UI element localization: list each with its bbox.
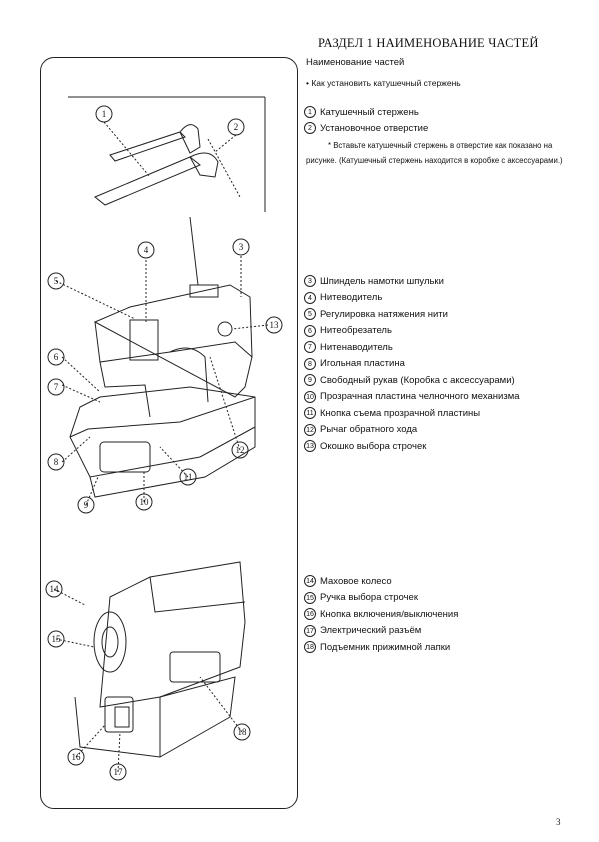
callout-17: 17	[114, 767, 124, 777]
callout-11: 11	[184, 472, 193, 482]
sewing-machine-illustration: 1 2 3 4 5 6 7 8 9 10 11 12 13 14 15 16 1…	[45, 96, 283, 781]
page-number: 3	[556, 817, 561, 827]
callout-12: 12	[236, 445, 245, 455]
page-title: РАЗДЕЛ 1 НАИМЕНОВАНИЕ ЧАСТЕЙ	[318, 36, 539, 50]
illustration-frame	[40, 57, 298, 809]
callout-15: 15	[52, 634, 62, 644]
callout-6: 6	[54, 352, 59, 362]
callout-circles	[45, 105, 283, 781]
callout-13: 13	[270, 320, 280, 330]
callout-10: 10	[140, 497, 150, 507]
machine-front-drawing	[69, 216, 256, 498]
callout-14: 14	[50, 584, 60, 594]
callout-2: 2	[234, 122, 239, 132]
callout-18: 18	[238, 727, 248, 737]
callout-8: 8	[54, 457, 59, 467]
callout-16: 16	[72, 752, 82, 762]
callout-5: 5	[54, 276, 59, 286]
callout-4: 4	[144, 245, 149, 255]
installation-note: * Вставьте катушечный стержень в отверст…	[306, 141, 563, 165]
callout-1: 1	[102, 109, 107, 119]
machine-back-drawing	[74, 561, 246, 758]
callout-3: 3	[239, 242, 244, 252]
callout-9: 9	[84, 500, 89, 510]
howto-heading: • Как установить катушечный стержень	[306, 78, 461, 88]
callout-7: 7	[54, 382, 59, 392]
section-subtitle: Наименование частей	[306, 57, 405, 68]
spool-pin-drawing	[68, 96, 266, 212]
leader-lines	[53, 121, 269, 773]
